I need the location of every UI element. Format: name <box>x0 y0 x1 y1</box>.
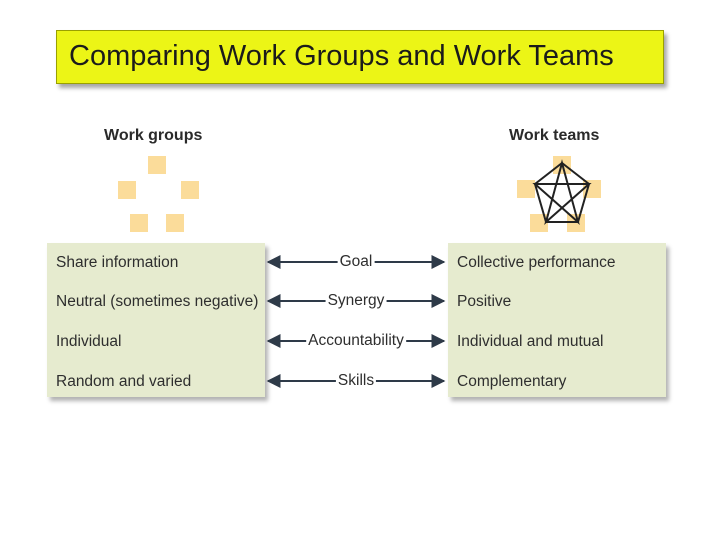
group-member-square <box>181 181 199 199</box>
accountability-label: Accountability <box>306 332 406 350</box>
groups-goal-value: Share information <box>56 254 179 271</box>
title-banner: Comparing Work Groups and Work Teams <box>56 30 664 84</box>
teams-goal-value: Collective performance <box>457 254 616 271</box>
group-member-square <box>118 181 136 199</box>
team-member-square <box>530 214 548 232</box>
group-member-square <box>148 156 166 174</box>
work-teams-heading: Work teams <box>509 127 600 144</box>
work-teams-panel: Collective performance Positive Individu… <box>448 243 666 397</box>
group-member-square <box>166 214 184 232</box>
synergy-label: Synergy <box>325 292 387 310</box>
groups-synergy-value: Neutral (sometimes negative) <box>56 293 259 310</box>
slide-title: Comparing Work Groups and Work Teams <box>69 40 614 72</box>
group-member-square <box>130 214 148 232</box>
skills-label: Skills <box>335 372 377 390</box>
team-star <box>532 159 592 225</box>
groups-skills-value: Random and varied <box>56 373 192 390</box>
goal-label: Goal <box>337 253 375 271</box>
teams-accountability-value: Individual and mutual <box>457 333 604 350</box>
work-groups-heading: Work groups <box>104 127 203 144</box>
groups-accountability-value: Individual <box>56 333 122 350</box>
team-pentagon <box>533 161 591 223</box>
team-member-square <box>517 180 535 198</box>
work-groups-panel: Share information Neutral (sometimes neg… <box>47 243 265 397</box>
teams-synergy-value: Positive <box>457 293 512 310</box>
teams-skills-value: Complementary <box>457 373 567 390</box>
